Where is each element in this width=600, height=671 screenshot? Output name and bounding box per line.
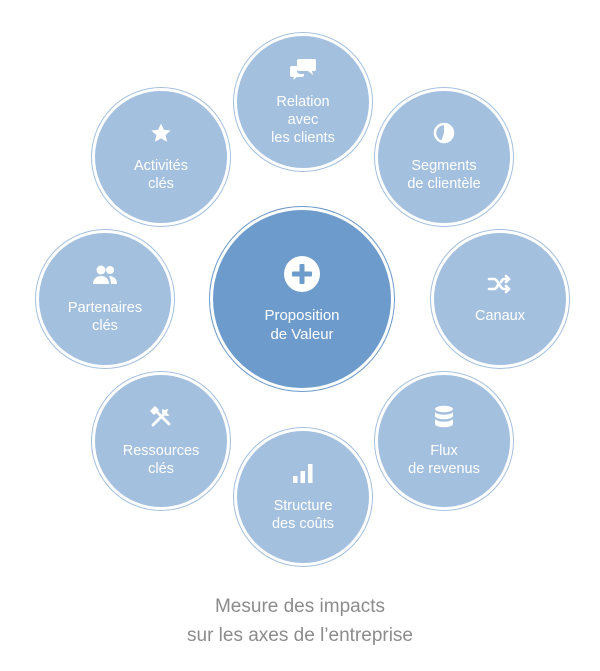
caption-line-2: sur les axes de l’entreprise <box>187 625 413 646</box>
users-icon <box>92 264 118 291</box>
node-structure-couts: Structure des coûts <box>234 428 372 566</box>
node-ressources-cles: Ressources clés <box>92 372 230 510</box>
shuffle-icon <box>487 274 513 299</box>
node-label: Segments de clientèle <box>407 157 481 192</box>
node-flux-revenus: Flux de revenus <box>375 372 513 510</box>
node-label: Flux de revenus <box>408 442 480 477</box>
node-canaux: Canaux <box>431 230 569 368</box>
node-label: Partenaires clés <box>67 299 143 334</box>
node-label: Ressources clés <box>122 442 200 477</box>
bar-chart-icon <box>292 462 314 489</box>
node-partenaires-cles: Partenaires clés <box>36 230 174 368</box>
star-icon <box>150 122 172 149</box>
plus-circle-icon <box>283 255 321 298</box>
node-relation-clients: Relation avec les clients <box>234 33 372 171</box>
node-label: Canaux <box>475 307 525 324</box>
center-node-proposition-valeur: Proposition de Valeur <box>210 207 394 391</box>
node-label: Relation avec les clients <box>271 93 335 146</box>
node-label: Proposition de Valeur <box>264 306 340 343</box>
caption-line-1: Mesure des impacts <box>214 596 385 617</box>
node-label: Structure des coûts <box>271 497 335 532</box>
pie-chart-icon <box>433 122 455 149</box>
caption: Mesure des impacts sur les axes de l’ent… <box>0 592 600 650</box>
database-icon <box>434 405 454 434</box>
node-label: Activités clés <box>134 157 188 192</box>
tools-icon <box>149 405 173 434</box>
node-activites-cles: Activités clés <box>92 88 230 226</box>
node-segments-clientele: Segments de clientèle <box>375 88 513 226</box>
chat-bubbles-icon <box>290 58 316 85</box>
